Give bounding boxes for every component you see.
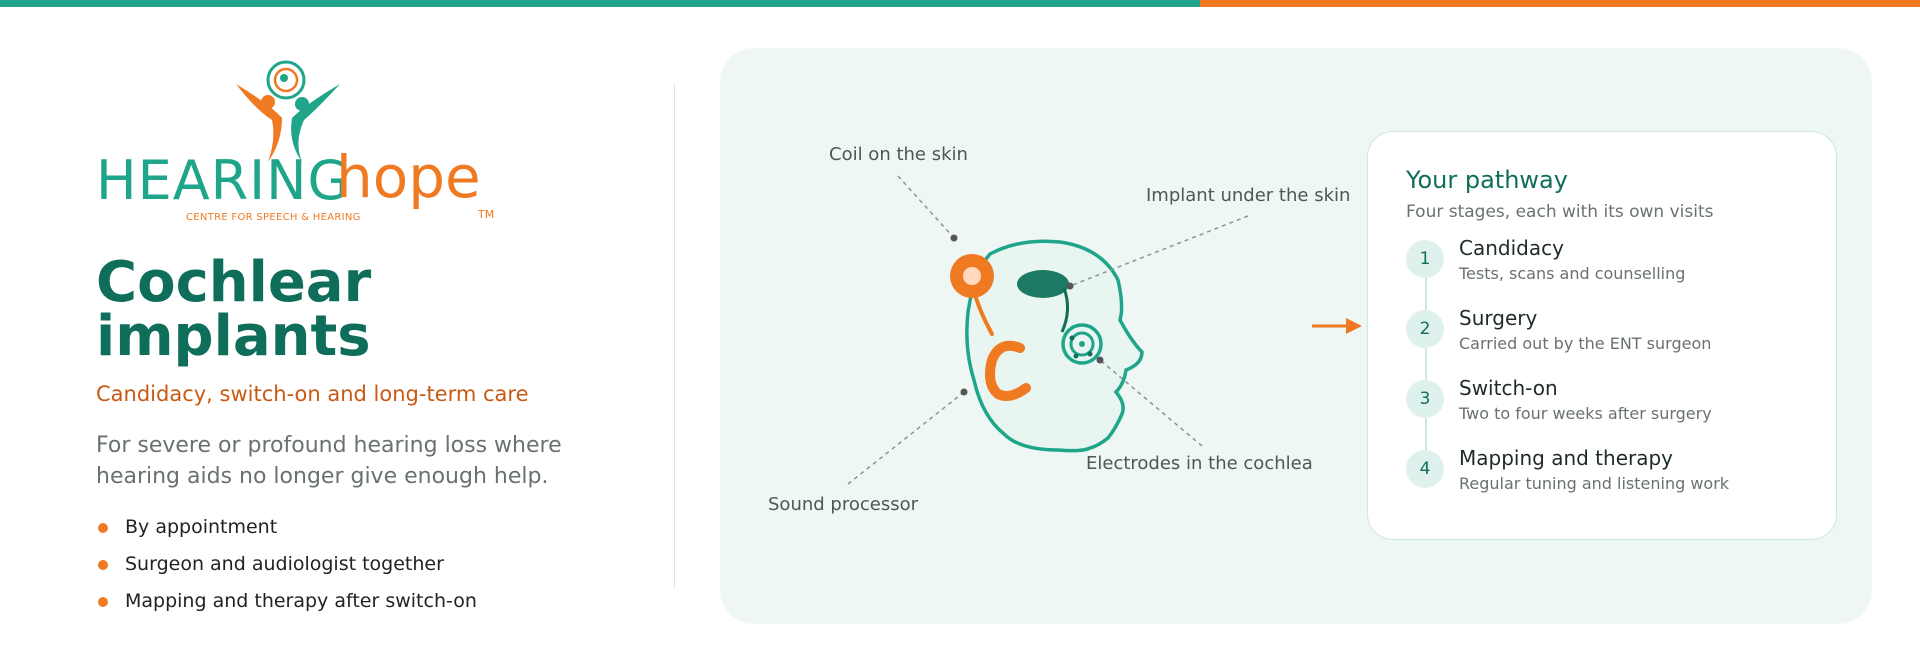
logo-tagline: CENTRE FOR SPEECH & HEARING <box>186 212 361 223</box>
step-title: Surgery <box>1459 306 1538 330</box>
accent-bar-orange <box>1200 0 1920 7</box>
feature-label: By appointment <box>125 516 278 538</box>
logo-trademark: TM <box>478 208 495 221</box>
coil-icon <box>950 254 994 298</box>
page-title: Cochlear implants <box>96 250 596 369</box>
step-title: Switch-on <box>1459 376 1558 400</box>
step-title: Candidacy <box>1459 236 1564 260</box>
pathway-step: 1 Candidacy Tests, scans and counselling <box>1406 236 1826 292</box>
logo-word-hope: hope <box>336 143 481 211</box>
step-number-badge: 2 <box>1406 310 1444 348</box>
pathway-title: Your pathway <box>1406 166 1568 194</box>
feature-item: Mapping and therapy after switch-on <box>96 586 477 623</box>
pathway-subtitle: Four stages, each with its own visits <box>1406 202 1714 222</box>
accent-bar-teal <box>0 0 1200 7</box>
logo-figures-icon <box>236 60 340 162</box>
step-description: Carried out by the ENT surgeon <box>1459 334 1712 353</box>
step-description: Two to four weeks after surgery <box>1459 404 1712 423</box>
sound-processor-icon <box>985 340 1031 401</box>
feature-label: Mapping and therapy after switch-on <box>125 590 477 612</box>
pathway-card: Your pathway Four stages, each with its … <box>1367 131 1837 540</box>
page-description: For severe or profound hearing loss wher… <box>96 433 562 489</box>
feature-item: Surgeon and audiologist together <box>96 549 477 586</box>
page-title-line-2: implants <box>96 304 371 369</box>
page-title-line-1: Cochlear <box>96 250 372 315</box>
feature-item: By appointment <box>96 512 477 549</box>
bullet-dot-icon <box>98 597 108 607</box>
logo-word-hearing: HEARING <box>96 149 351 212</box>
step-number-badge: 1 <box>1406 240 1444 278</box>
step-title: Mapping and therapy <box>1459 446 1674 470</box>
page-subtitle: Candidacy, switch-on and long-term care <box>96 382 529 406</box>
feature-label: Surgeon and audiologist together <box>125 553 444 575</box>
step-connector <box>1425 348 1427 380</box>
left-column: HEARING hope CENTRE FOR SPEECH & HEARING… <box>96 50 596 612</box>
cochlea-icon <box>1061 323 1103 365</box>
step-connector <box>1425 418 1427 450</box>
pathway-step: 4 Mapping and therapy Regular tuning and… <box>1406 446 1826 502</box>
step-number-badge: 3 <box>1406 380 1444 418</box>
step-connector <box>1425 278 1427 310</box>
top-accent-bar <box>0 0 1920 7</box>
step-description: Regular tuning and listening work <box>1459 474 1730 493</box>
step-number-badge: 4 <box>1406 450 1444 488</box>
feature-list: By appointment Surgeon and audiologist t… <box>96 512 477 623</box>
callout-electrodes: Electrodes in the cochlea <box>1086 453 1313 474</box>
pathway-step: 2 Surgery Carried out by the ENT surgeon <box>1406 306 1826 362</box>
cochlear-implant-diagram <box>847 175 1362 485</box>
hearing-hope-logo: HEARING hope CENTRE FOR SPEECH & HEARING… <box>96 50 516 230</box>
pathway-step: 3 Switch-on Two to four weeks after surg… <box>1406 376 1826 432</box>
callout-processor: Sound processor <box>768 494 918 515</box>
bullet-dot-icon <box>98 523 108 533</box>
callout-coil: Coil on the skin <box>829 144 968 165</box>
bullet-dot-icon <box>98 560 108 570</box>
column-divider <box>674 84 675 588</box>
arrow-right-icon <box>1312 318 1362 334</box>
implant-icon <box>1017 270 1069 298</box>
callout-implant: Implant under the skin <box>1146 185 1351 206</box>
step-description: Tests, scans and counselling <box>1459 264 1686 283</box>
